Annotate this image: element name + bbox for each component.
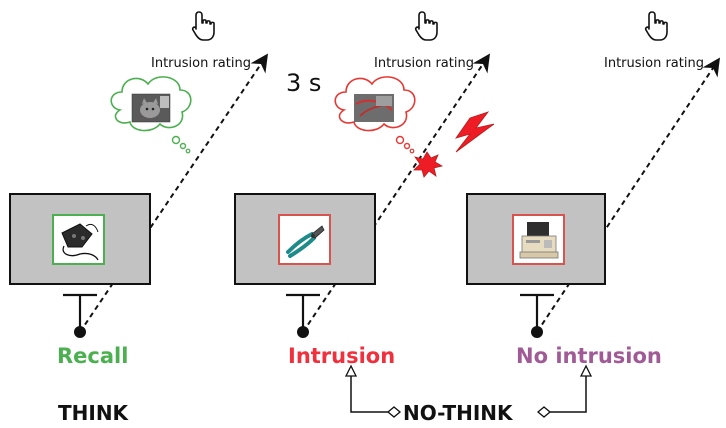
hand-pointer-icon	[644, 11, 668, 41]
condition-recall: Recall	[57, 344, 128, 368]
gamepad-icon	[61, 223, 99, 261]
timeline-dot	[297, 326, 309, 338]
timing-label: 3 s	[286, 69, 321, 97]
think-label: THINK	[58, 401, 130, 425]
copier-icon	[519, 222, 559, 259]
nothink-bracket	[344, 364, 593, 418]
pliers-icon	[286, 225, 325, 258]
thought-bubble	[334, 76, 416, 154]
panel-recall: Intrusion rating	[9, 11, 269, 368]
thought-bubble	[110, 76, 192, 154]
timeline-dot	[74, 326, 86, 338]
panel-intrusion: Intrusion rating	[234, 11, 495, 368]
triangle-arrow-icon	[344, 364, 358, 377]
hand-pointer-icon	[414, 11, 438, 41]
rating-arrow	[302, 53, 491, 333]
triangle-arrow-icon	[579, 364, 593, 377]
panel-no-intrusion: Intrusion rating No intrusion	[466, 11, 720, 368]
intrusion-rating-label: Intrusion rating	[604, 56, 704, 71]
intrusion-rating-label: Intrusion rating	[374, 56, 474, 71]
intrusion-rating-label: Intrusion rating	[151, 56, 251, 71]
diamond-icon	[386, 406, 402, 418]
diamond-icon	[536, 406, 552, 418]
cat-photo-icon	[131, 93, 171, 123]
rating-arrow	[536, 57, 720, 333]
rating-arrow	[79, 53, 269, 333]
lightning-icon	[455, 111, 495, 153]
pliers-photo-icon	[354, 94, 394, 122]
hand-pointer-icon	[191, 11, 215, 41]
condition-intrusion: Intrusion	[288, 344, 395, 368]
timeline-dot	[531, 326, 543, 338]
condition-no-intrusion: No intrusion	[516, 344, 662, 368]
nothink-label: NO-THINK	[403, 401, 514, 425]
explosion-icon	[413, 151, 444, 178]
